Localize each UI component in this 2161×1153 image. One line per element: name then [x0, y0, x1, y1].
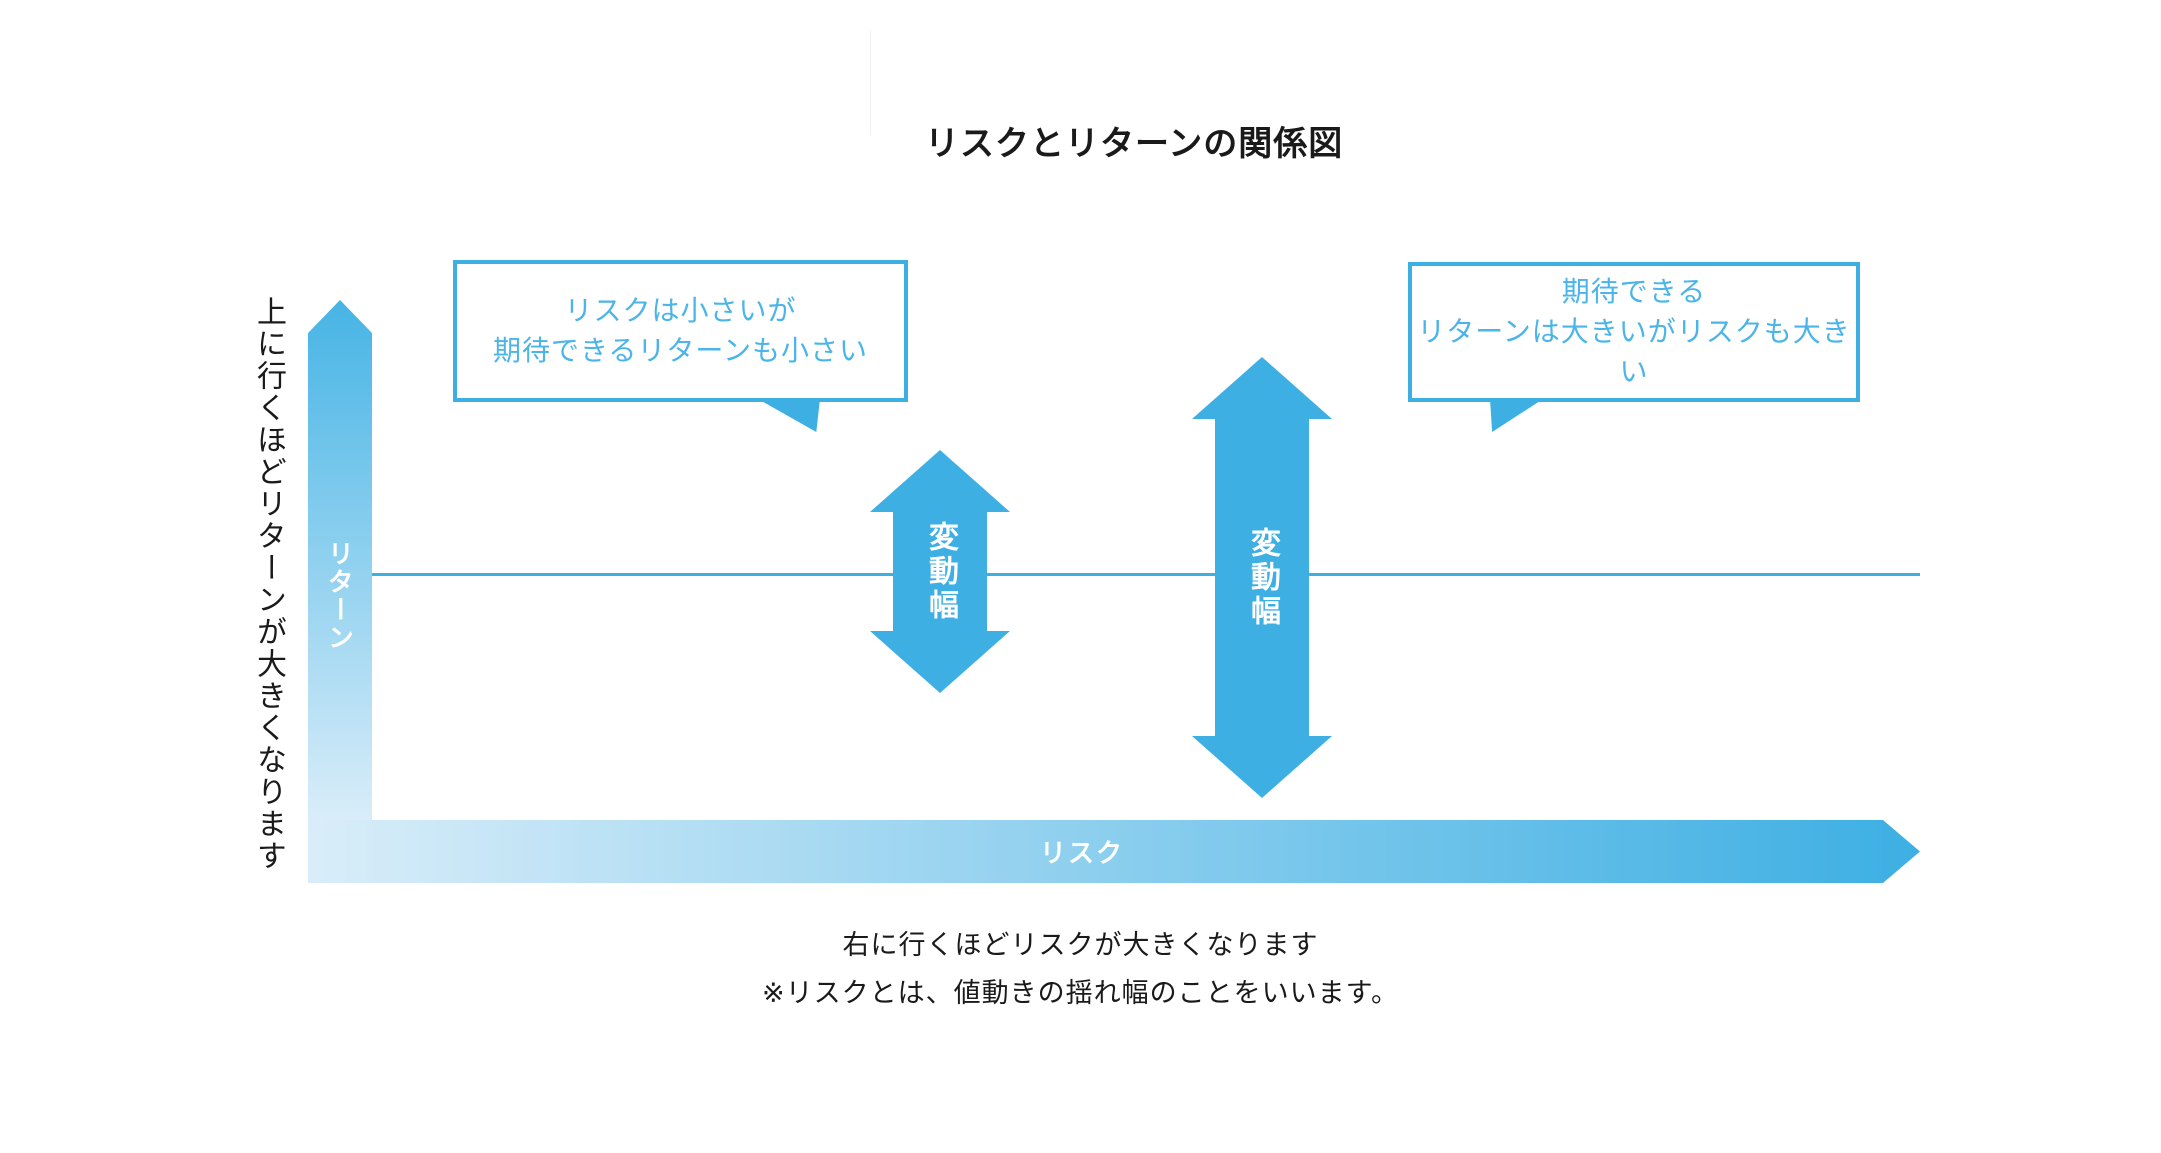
x-axis-arrow: リスク	[308, 820, 1920, 883]
return-baseline	[372, 573, 1920, 576]
x-axis-note-line2: ※リスクとは、値動きの揺れ幅のことをいいます。	[762, 978, 1399, 1008]
callout-low-risk-tail	[758, 399, 820, 432]
callout-high-risk-line2: リターンは大きいがリスクも大きい	[1417, 316, 1851, 387]
callout-high-risk: 期待できる リターンは大きいがリスクも大きい	[1408, 262, 1860, 402]
volatility-arrow-small: 変動幅	[870, 450, 1010, 693]
y-axis-description: 上に行くほどリターンが大きくなります	[252, 296, 285, 872]
callout-low-risk-line1: リスクは小さいが	[564, 295, 797, 326]
x-axis-notes: 右に行くほどリスクが大きくなります ※リスクとは、値動きの揺れ幅のことをいいます…	[0, 921, 2161, 1017]
callout-high-risk-line1: 期待できる	[1561, 276, 1707, 307]
volatility-arrow-small-label: 変動幅	[924, 520, 957, 623]
y-axis-label: リターン	[308, 540, 372, 652]
callout-high-risk-tail	[1490, 399, 1543, 432]
y-axis-arrow	[308, 300, 372, 820]
callout-low-risk-line2: 期待できるリターンも小さい	[492, 335, 869, 366]
faint-divider-line	[870, 30, 871, 135]
diagram-title: リスクとリターンの関係図	[925, 125, 1344, 163]
callout-low-risk: リスクは小さいが 期待できるリターンも小さい	[453, 260, 908, 402]
volatility-arrow-large: 変動幅	[1192, 357, 1332, 798]
y-axis-label-text: リターン	[324, 540, 355, 652]
volatility-arrow-large-label: 変動幅	[1246, 526, 1279, 629]
x-axis-label: リスク	[1039, 838, 1124, 868]
x-axis-note-line1: 右に行くほどリスクが大きくなります	[842, 930, 1319, 960]
